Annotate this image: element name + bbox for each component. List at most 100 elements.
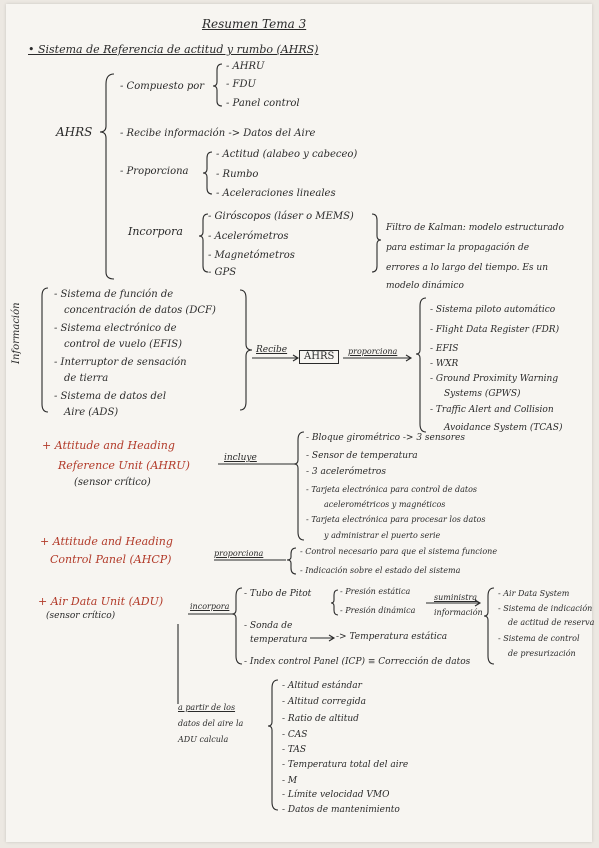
adu-sonda: - Sonda de <box>244 621 293 631</box>
adu-calcula: datos del aire la <box>178 719 244 728</box>
info-source: de tierra <box>64 373 109 384</box>
adu-destino: - Air Data System <box>498 589 570 598</box>
adu-calcula: a partir de los <box>178 703 236 712</box>
compuesto-item: - AHRU <box>226 61 265 72</box>
adu-sonda: temperatura <box>250 635 308 645</box>
ahru-item: - 3 acelerómetros <box>306 467 386 477</box>
ahru-title: + Attitude and Heading <box>42 439 175 452</box>
kalman-brace <box>371 213 382 273</box>
adu-title: + Air Data Unit (ADU) <box>38 595 164 608</box>
incorpora-item: - Acelerómetros <box>208 231 289 242</box>
kalman-note-line: modelo dinámico <box>386 281 464 291</box>
proporciona-item: - Rumbo <box>216 169 259 180</box>
adu-calculo: - Altitud estándar <box>282 681 362 691</box>
compuesto-item: - FDU <box>226 79 256 90</box>
incorpora-label: Incorpora <box>128 225 183 238</box>
info-recibe: Recibe <box>256 345 288 355</box>
ahrs-heading: • Sistema de Referencia de actitud y rum… <box>28 43 319 56</box>
kalman-note-line: para estimar la propagación de <box>386 243 530 253</box>
info-source: - Sistema de datos del <box>54 391 167 402</box>
info-right-brace <box>239 289 253 411</box>
ahru-brace <box>293 431 305 541</box>
recibe-arrow <box>252 354 300 362</box>
adu-presion: - Presión dinámica <box>340 606 416 615</box>
adu-calculo: - Temperatura total del aire <box>282 760 409 770</box>
adu-temp-estatica: -> Temperatura estática <box>336 632 448 642</box>
adu-calculo: - Datos de mantenimiento <box>282 805 400 815</box>
adu-brace <box>231 587 243 665</box>
ahru-title: Reference Unit (AHRU) <box>58 459 190 472</box>
ahcp-item: - Control necesario para que el sistema … <box>300 547 498 556</box>
notebook-page: Resumen Tema 3 • Sistema de Referencia d… <box>6 4 595 842</box>
ahcp-item: - Indicación sobre el estado del sistema <box>300 566 461 575</box>
ahru-incluye: incluye <box>224 453 257 463</box>
info-source: control de vuelo (EFIS) <box>64 339 183 350</box>
targets-brace <box>415 297 427 433</box>
recibe-line: - Recibe información -> Datos del Aire <box>120 128 316 139</box>
info-target: - Ground Proximity Warning <box>430 374 559 384</box>
sonda-arrow <box>310 634 336 642</box>
adu-presion: - Presión estática <box>340 587 411 596</box>
info-ahrs-box: AHRS <box>299 350 340 364</box>
proporciona-item: - Actitud (alabeo y cabeceo) <box>216 149 358 160</box>
info-target: Systems (GPWS) <box>444 389 521 399</box>
info-source: concentración de datos (DCF) <box>64 305 216 316</box>
ahru-item: acelerométricos y magnéticos <box>324 500 446 509</box>
calcula-brace <box>267 679 279 811</box>
proporciona-brace <box>202 151 213 195</box>
adu-destino: - Sistema de control <box>498 634 580 643</box>
info-target: - Flight Data Register (FDR) <box>430 325 560 335</box>
adu-destino: - Sistema de indicación <box>498 604 593 613</box>
kalman-note-line: errores a lo largo del tiempo. Es un <box>386 263 548 273</box>
adu-calcula: ADU calcula <box>178 735 229 744</box>
ahcp-brace <box>286 547 297 575</box>
incorpora-brace <box>198 213 209 273</box>
adu-subtitle: (sensor crítico) <box>46 611 116 621</box>
adu-suministra: suministra <box>434 593 478 602</box>
ahcp-title: + Attitude and Heading <box>40 535 173 548</box>
info-left-brace <box>41 287 49 413</box>
compuesto-item: - Panel control <box>226 98 300 109</box>
adu-calculo: - M <box>282 776 298 786</box>
info-side-label: Información <box>11 302 22 364</box>
adu-incorpora: incorpora <box>190 602 230 611</box>
info-source: - Sistema electrónico de <box>54 323 177 334</box>
adu-calculo: - Ratio de altitud <box>282 714 359 724</box>
info-target: - Traffic Alert and Collision <box>430 405 554 415</box>
ahru-item: y administrar el puerto serie <box>324 531 441 540</box>
info-target: - EFIS <box>430 344 459 354</box>
adu-pitot: - Tubo de Pitot <box>244 589 312 599</box>
adu-icp: - Index control Panel (ICP) ≡ Corrección… <box>244 657 471 667</box>
incorpora-item: - GPS <box>208 267 237 278</box>
ahru-item: - Bloque girométrico -> 3 sensores <box>306 433 465 443</box>
ahru-item: - Sensor de temperatura <box>306 451 418 461</box>
info-target: - WXR <box>430 359 459 369</box>
info-source: Aire (ADS) <box>64 407 119 418</box>
proporciona-item: - Aceleraciones lineales <box>216 188 336 199</box>
presion-brace <box>330 589 339 616</box>
info-proporciona: proporciona <box>348 347 398 356</box>
ahrs-brace <box>99 73 115 280</box>
compuesto-brace <box>212 63 223 107</box>
proporciona-arrow <box>343 354 413 362</box>
proporciona-label: - Proporciona <box>120 166 189 177</box>
adu-destino: de actitud de reserva <box>508 618 595 627</box>
adu-calculo: - Límite velocidad VMO <box>282 790 390 800</box>
ahrs-main-label: AHRS <box>56 125 93 139</box>
ahru-item: - Tarjeta electrónica para control de da… <box>306 485 478 494</box>
brackets-and-arrows <box>41 63 495 811</box>
adu-calculo: - TAS <box>282 745 307 755</box>
compuesto-label: - Compuesto por <box>120 81 205 92</box>
suministra-arrow <box>426 599 482 607</box>
adu-suministra: información <box>434 608 483 617</box>
adu-destino: de presurización <box>508 649 576 658</box>
ahru-item: - Tarjeta electrónica para procesar los … <box>306 515 486 524</box>
ahru-subtitle: (sensor crítico) <box>74 477 151 488</box>
ahcp-proporciona: proporciona <box>214 549 264 558</box>
info-source: - Interruptor de sensación <box>54 357 187 368</box>
info-source: - Sistema de función de <box>54 289 174 300</box>
info-target: - Sistema piloto automático <box>430 305 556 315</box>
adu-calculo: - CAS <box>282 730 308 740</box>
info-target: Avoidance System (TCAS) <box>444 423 563 433</box>
kalman-note-line: Filtro de Kalman: modelo estructurado <box>386 223 564 233</box>
